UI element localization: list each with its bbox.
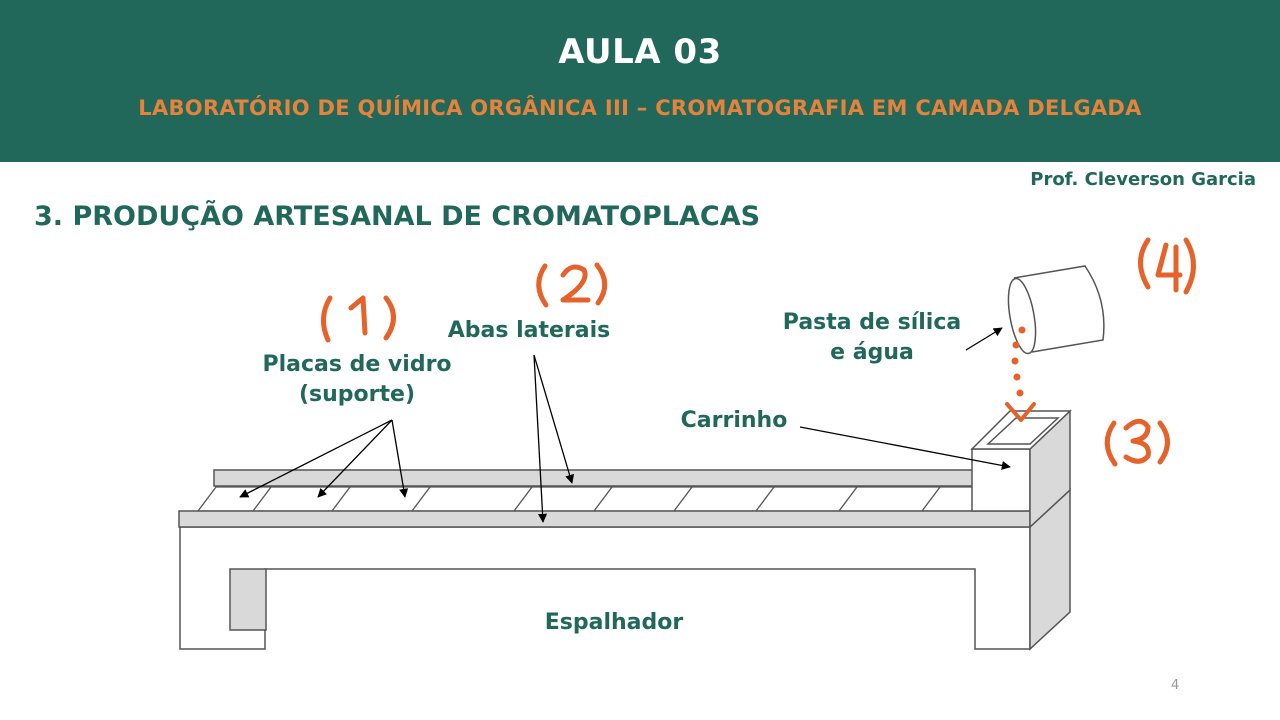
annotation-4-digit — [1155, 242, 1183, 293]
beaker — [1007, 265, 1105, 355]
label-espalhador: Espalhador — [544, 610, 684, 635]
lesson-subtitle: LABORATÓRIO DE QUÍMICA ORGÂNICA III – CR… — [138, 96, 1142, 120]
label-pasta-de-silica: Pasta de sílica e água — [772, 308, 972, 368]
label-carrinho: Carrinho — [680, 408, 788, 433]
annotation-1-close — [383, 295, 396, 341]
annotation-2 — [536, 263, 549, 308]
label-placas-de-vidro: Placas de vidro (suporte) — [248, 350, 466, 410]
annotation-4 — [1138, 237, 1151, 290]
label-placas-line1: Placas de vidro — [262, 352, 452, 377]
page-number: 4 — [1171, 678, 1180, 693]
annotation-3-digit — [1123, 418, 1151, 464]
header-banner: AULA 03 LABORATÓRIO DE QUÍMICA ORGÂNICA … — [0, 0, 1280, 162]
label-pasta-line1: Pasta de sílica — [782, 310, 962, 335]
pointer-arrows — [239, 327, 1011, 523]
step-annotations — [321, 237, 1196, 467]
label-pasta-line2: e água — [830, 340, 914, 365]
lesson-title: AULA 03 — [558, 32, 722, 72]
annotation-2-digit — [560, 264, 591, 303]
cart — [970, 409, 1072, 529]
author-name: Prof. Cleverson Garcia — [1030, 169, 1256, 190]
annotation-2-close — [594, 262, 608, 306]
pouring-stream — [1005, 326, 1036, 422]
annotation-1 — [321, 295, 333, 343]
section-title: 3. PRODUÇÃO ARTESANAL DE CROMATOPLACAS — [34, 201, 761, 232]
annotation-3-close — [1157, 420, 1170, 465]
annotation-3 — [1104, 420, 1118, 467]
label-placas-line2: (suporte) — [298, 382, 415, 407]
spreader-base — [179, 488, 1071, 651]
label-abas-laterais: Abas laterais — [447, 318, 611, 343]
side-rails — [178, 469, 1031, 528]
annotation-4-close — [1183, 237, 1196, 295]
annotation-1-digit — [348, 295, 368, 336]
